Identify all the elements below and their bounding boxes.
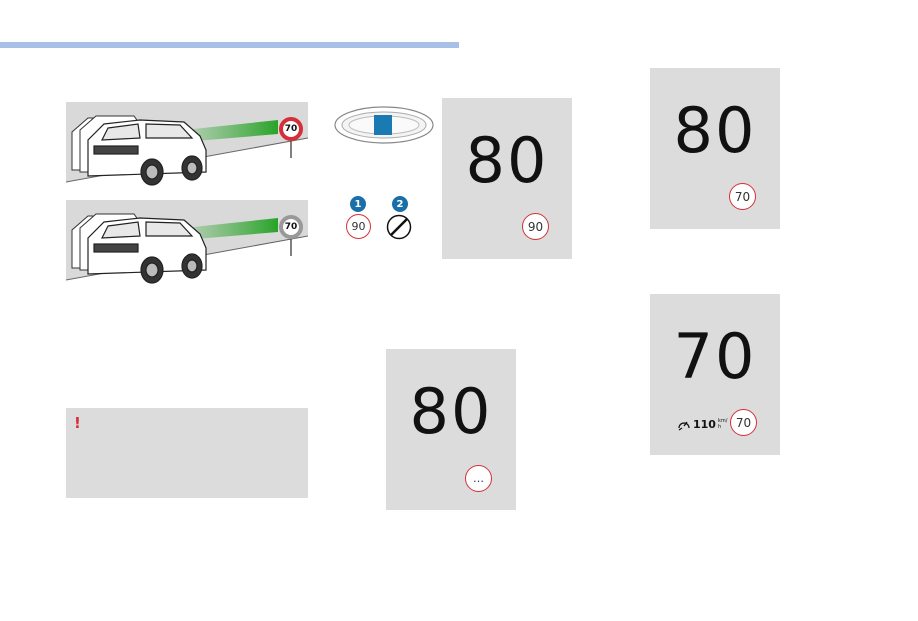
display-panel-3: 80 … — [386, 349, 516, 510]
warning-icon: ! — [74, 414, 81, 432]
current-speed-value: 70 — [673, 320, 757, 393]
illustration-car-red-sign: 70 — [66, 102, 308, 195]
current-speed-value: 80 — [409, 375, 493, 448]
speed-limiter-readout: 110 km/h — [677, 414, 728, 434]
limiter-value: 110 — [693, 417, 716, 431]
current-speed-value: 80 — [465, 124, 549, 197]
illustration-car-grey-sign: 70 — [66, 200, 308, 293]
camera-icon — [374, 115, 392, 135]
display-panel-4: 70 110 km/h 70 — [650, 294, 780, 455]
windscreen-camera-illustration — [333, 105, 435, 145]
end-of-limit-sign-icon — [386, 214, 412, 240]
car-illustration-top — [66, 102, 308, 195]
marker-1: 1 — [350, 196, 366, 212]
speed-limit-sign-display-4: 70 — [730, 409, 757, 436]
car-illustration-bottom — [66, 200, 308, 293]
limiter-unit: km/h — [717, 418, 728, 430]
warning-box: ! — [66, 408, 308, 498]
display-panel-1: 80 90 — [442, 98, 572, 259]
speed-limit-sign-display-1: 90 — [522, 213, 549, 240]
speed-limit-sign-display-3: … — [465, 465, 492, 492]
speed-limit-sign-legend-1: 90 — [346, 214, 371, 239]
speed-limit-sign-top: 70 — [279, 117, 303, 141]
speed-limit-sign-bottom: 70 — [279, 215, 303, 239]
marker-2: 2 — [392, 196, 408, 212]
speed-limit-sign-display-2: 70 — [729, 183, 756, 210]
current-speed-value: 80 — [673, 94, 757, 167]
display-panel-2: 80 70 — [650, 68, 780, 229]
section-header-bar — [0, 42, 459, 48]
speed-limiter-icon — [678, 421, 690, 431]
